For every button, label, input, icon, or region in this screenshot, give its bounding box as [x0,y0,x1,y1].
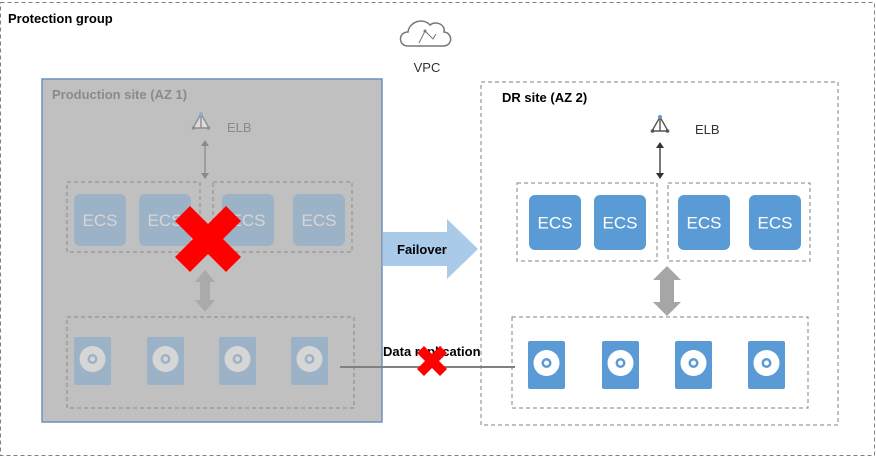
failover-label: Failover [397,242,447,257]
ecs-instance: ECS [139,194,191,246]
disk-icon [218,336,257,386]
production-storage-group [66,316,355,409]
protection-group-label: Protection group [8,11,113,26]
disk-icon [601,340,640,390]
ecs-label: ECS [83,211,118,230]
production-storage-link [195,270,215,312]
production-ecs-list: ECS ECS ECS ECS [74,194,345,246]
dr-storage-group [511,316,809,409]
ecs-instance: ECS [293,194,345,246]
disk-icon [674,340,713,390]
data-replication-label: Data replication [383,344,481,359]
ecs-instance: ECS [749,195,801,250]
production-elb-label: ELB [227,120,252,135]
dr-ecs-group-1 [516,182,658,262]
dr-elb-connector [656,142,664,179]
disk-icon [527,340,566,390]
disk-icon [290,336,329,386]
disk-icon [146,336,185,386]
ecs-label: ECS [687,214,722,233]
ecs-label: ECS [603,214,638,233]
dr-ecs-group-2 [667,182,811,262]
production-site-label: Production site (AZ 1) [52,87,187,102]
dr-storage-link [653,266,681,316]
ecs-label: ECS [538,214,573,233]
ecs-label: ECS [231,211,266,230]
failover-arrow [383,219,478,279]
vpc-label: VPC [414,60,441,75]
failure-cross-icon [175,206,241,272]
disk-icon [747,340,786,390]
ecs-instance: ECS [678,195,730,250]
replication-broken-cross-icon [417,346,447,376]
cloud-icon [399,20,452,47]
production-elb-connector [201,140,209,179]
ecs-instance: ECS [594,195,646,250]
dr-site-label: DR site (AZ 2) [502,90,587,105]
ecs-instance: ECS [529,195,581,250]
ecs-instance: ECS [222,194,274,246]
dr-elb-label: ELB [695,122,720,137]
ecs-label: ECS [148,211,183,230]
disk-icon [73,336,112,386]
ecs-label: ECS [302,211,337,230]
dr-ecs-list: ECS ECS ECS ECS [529,195,801,250]
ecs-label: ECS [758,214,793,233]
ecs-instance: ECS [74,194,126,246]
